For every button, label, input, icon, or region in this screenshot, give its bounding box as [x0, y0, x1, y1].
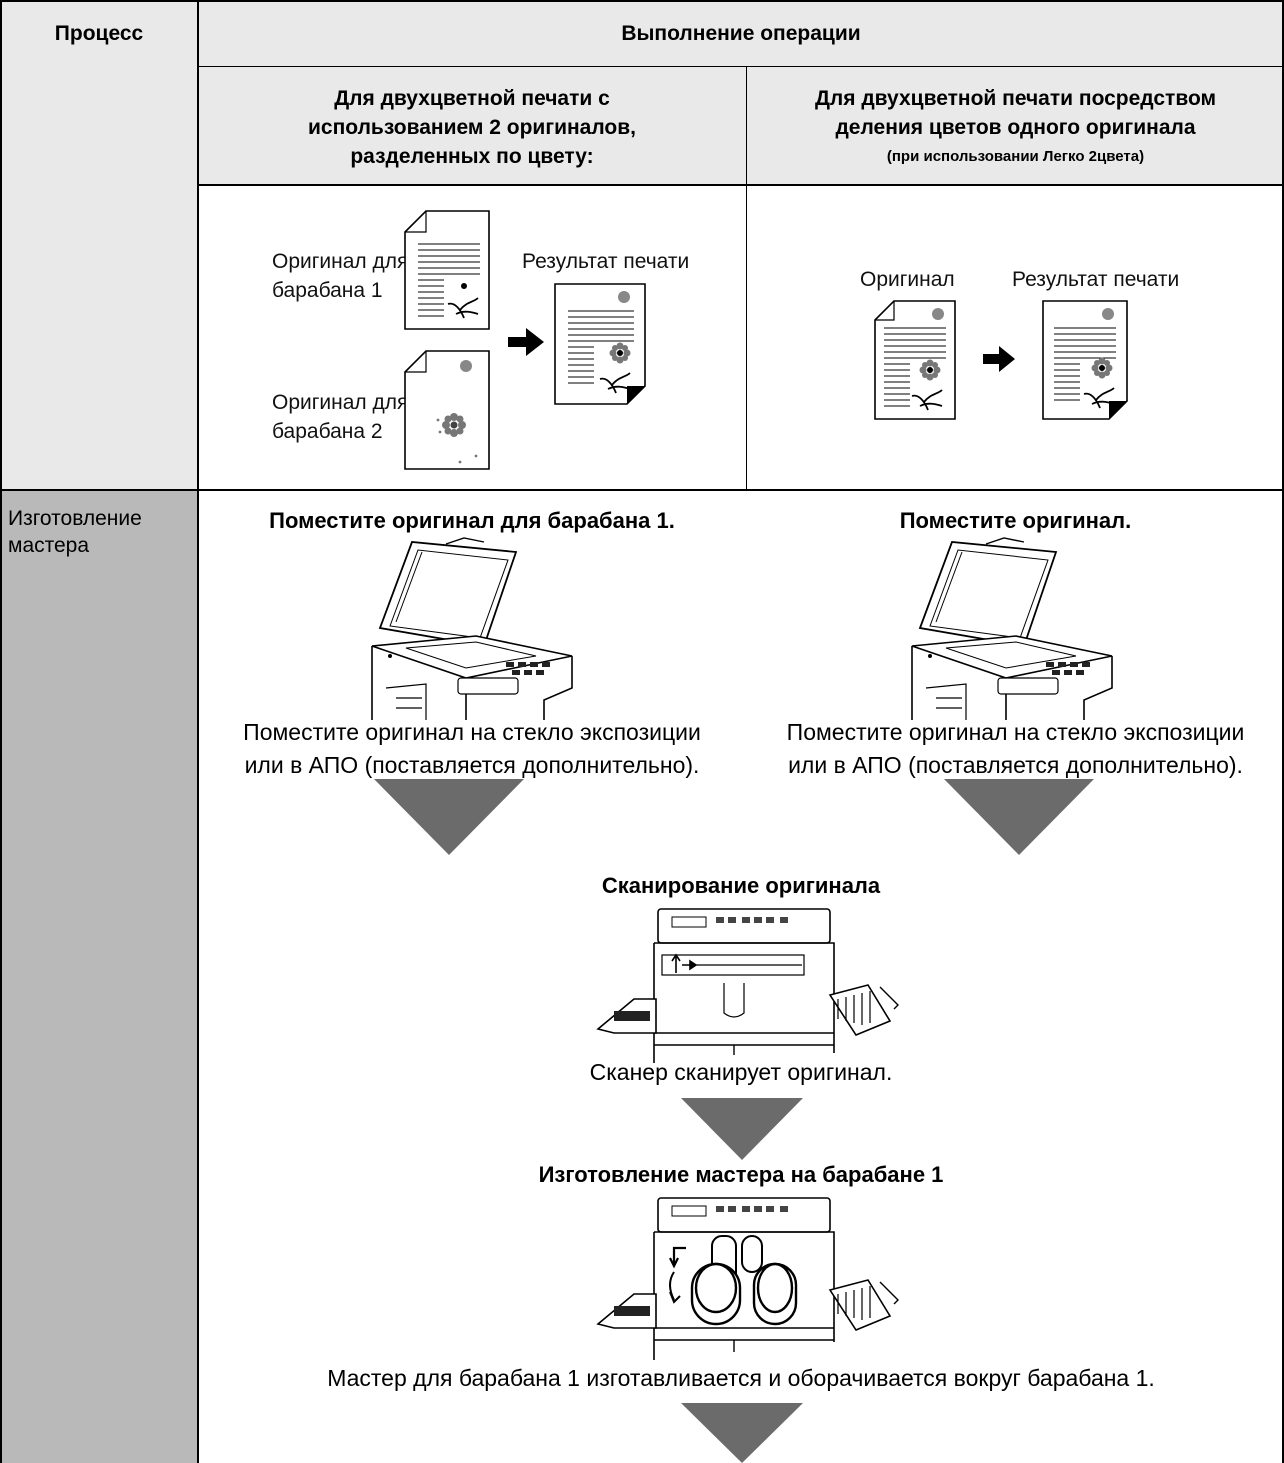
original-2-label: Оригинал для барабана 2 [272, 391, 409, 443]
process-column [0, 490, 198, 1463]
left-column-title: Для двухцветной печати с использованием … [308, 87, 636, 168]
grid-line [0, 0, 2, 1463]
down-arrow-icon [681, 1098, 803, 1160]
original-1-label: Оригинал для барабана 1 [272, 250, 409, 302]
arrow-right-icon [508, 328, 544, 356]
master-step-title: Изготовление мастера на барабане 1 [538, 1162, 944, 1187]
right-column-title: Для двухцветной печати посредством делен… [814, 87, 1217, 165]
down-arrow-icon [944, 779, 1094, 855]
grid-line [746, 66, 747, 490]
master-step-description: Мастер для барабана 1 изготавливается и … [327, 1365, 1155, 1391]
result-label-left: Результат печати [522, 250, 690, 273]
down-arrow-icon [374, 779, 524, 855]
result-label-right: Результат печати [1012, 268, 1180, 291]
header-cell-process [0, 0, 198, 490]
process-header: Процесс [54, 22, 144, 45]
original-label-right: Оригинал [860, 268, 955, 291]
scanner-lid-open-icon [371, 537, 573, 720]
scan-step-title: Сканирование оригинала [601, 873, 881, 898]
right-step-title: Поместите оригинал. [899, 508, 1132, 533]
document-original-1-icon [404, 210, 490, 330]
arrow-right-icon [983, 346, 1015, 372]
right-step-description: Поместите оригинал на стекло экспозиции … [786, 719, 1245, 778]
grid-line [0, 0, 1284, 2]
grid-line [198, 66, 1284, 67]
printer-scanning-icon [596, 908, 899, 1063]
grid-line [0, 489, 1284, 491]
grid-line [198, 184, 1284, 186]
document-original-2-icon [404, 350, 490, 470]
grid-line [197, 0, 199, 1463]
down-arrow-icon [681, 1403, 803, 1463]
header-cell-operation [198, 0, 1284, 185]
process-label: Изготовление мастера [8, 507, 142, 557]
document-original-right-icon [874, 300, 956, 420]
left-step-title: Поместите оригинал для барабана 1. [269, 508, 675, 533]
operation-header: Выполнение операции [621, 22, 861, 45]
scanner-lid-open-icon [911, 537, 1113, 720]
left-step-description: Поместите оригинал на стекло экспозиции … [243, 719, 701, 778]
grid-line [1282, 0, 1284, 1463]
printer-drum-icon [596, 1197, 899, 1360]
document-result-right-icon [1042, 300, 1128, 420]
scan-step-description: Сканер сканирует оригинал. [589, 1059, 893, 1085]
document-result-left-icon [554, 283, 646, 405]
